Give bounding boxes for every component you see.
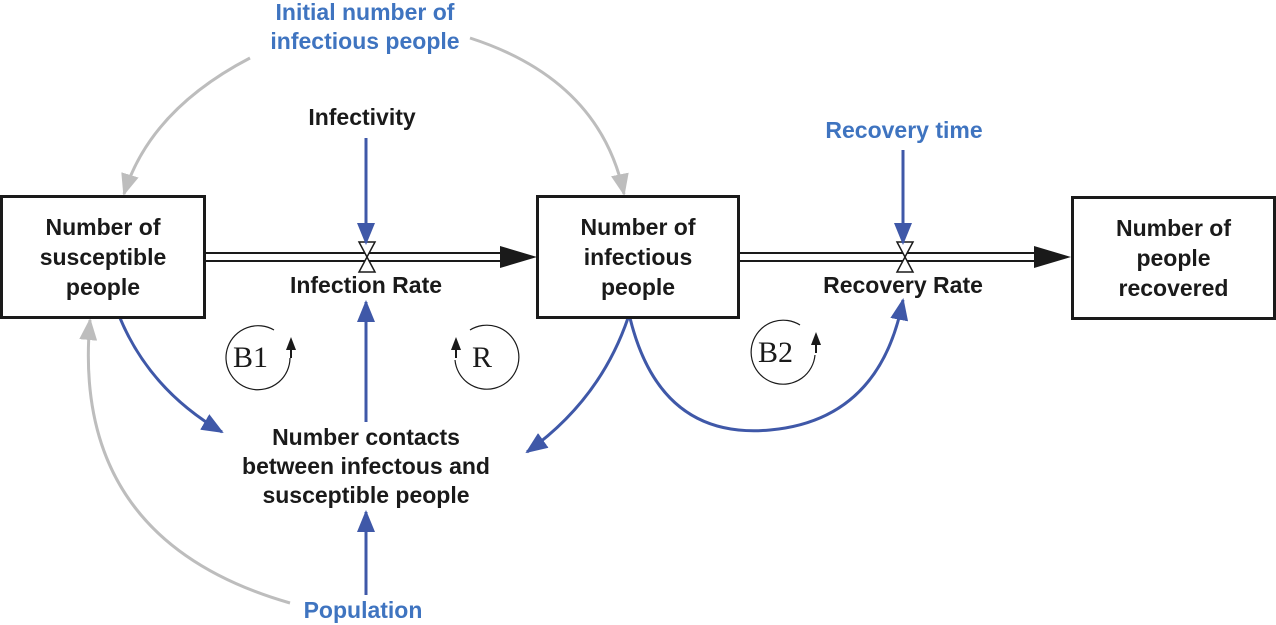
recovery-time-label: Recovery time [825,117,983,143]
loop-b1-arrow-icon [286,337,296,350]
initial-to-susceptible-link [121,56,251,196]
loop-r-arrow-icon [451,337,461,350]
infection-flow-pipe [205,241,537,273]
infection-flow-arrowhead [500,246,537,268]
loop-r-marker: R [451,324,520,390]
loop-b2-marker: B2 [750,319,821,385]
infection-rate-label: Infection Rate [289,272,443,298]
susceptible-people-stock: Number of susceptible people [0,195,206,319]
loop-b1-marker: B1 [225,325,296,391]
infectious-people-label: Number of infectious people [580,214,696,300]
population-to-susceptible-link [79,318,291,605]
recovered-people-label: Number of people recovered [1116,215,1231,301]
infectious-to-contacts-link [525,317,630,454]
contacts-label-line1: Number contacts [272,424,460,450]
infectious-to-recovery-rate-link [628,298,909,433]
recovered-people-stock: Number of people recovered [1071,196,1276,320]
initial-to-infectious-link [469,36,629,196]
recovery-flow-pipe [740,241,1071,273]
loop-b1-label: B1 [233,341,268,374]
infection-valve-icon [357,241,377,273]
contacts-label-line2: between infectous and [242,453,490,479]
loop-b2-label: B2 [758,336,793,369]
population-label: Population [303,597,423,623]
contacts-label-line3: susceptible people [262,482,470,508]
loop-r-label: R [472,341,492,374]
loop-b2-arrow-icon [811,332,821,345]
infectivity-label: Infectivity [308,104,416,130]
susceptible-people-label: Number of susceptible people [39,214,167,300]
recovery-valve-icon [895,241,915,273]
initial-infectious-label-line2: infectious people [270,28,460,54]
initial-infectious-label-line1: Initial number of [275,0,455,25]
recovery-rate-label: Recovery Rate [823,272,983,298]
susceptible-to-contacts-link [118,317,224,434]
infectious-people-stock: Number of infectious people [536,195,740,319]
recovery-flow-arrowhead [1034,246,1071,268]
